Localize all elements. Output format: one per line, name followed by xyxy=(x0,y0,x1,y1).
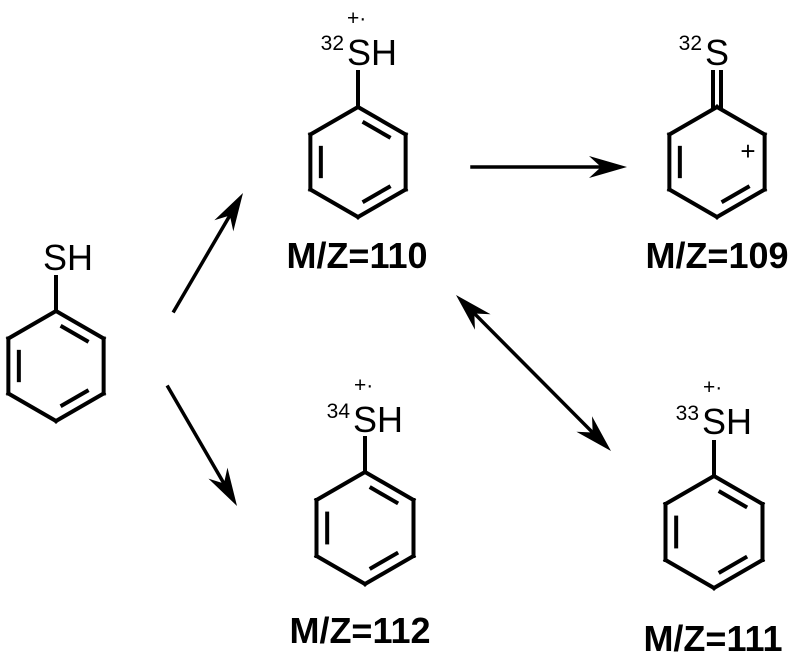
thiophenol-ring-bond xyxy=(5,308,59,342)
ion-109-ring-charge: + xyxy=(740,136,755,166)
ion-112-ring-bond xyxy=(313,469,368,503)
ion-112-inner-double-bond xyxy=(368,485,400,506)
thiophenol-ring-bond xyxy=(5,390,59,424)
ion-111-mz-label: M/Z=111 xyxy=(643,618,782,659)
arrow-to-ion-112-shaft xyxy=(165,384,227,486)
arrow-to-ion-110-arrowhead xyxy=(214,193,243,232)
ion-109-ring-bond xyxy=(714,104,768,138)
ion-110-mz-label: M/Z=110 xyxy=(286,235,427,276)
thiophenol-benzene-ring xyxy=(5,275,107,424)
ion-109-inner-double-bond xyxy=(720,184,751,204)
thiophenol-ring-bond xyxy=(53,308,107,342)
ion-111-ring-bond xyxy=(662,557,717,591)
ion-112-ring-bond xyxy=(362,553,417,587)
ion-110-ring-bond xyxy=(355,104,409,138)
ion-109-ring-bond xyxy=(666,186,720,220)
ion-110-isotope: 32 xyxy=(321,32,344,55)
ion-112-radical-cation: +· xyxy=(354,374,373,397)
ion-110-radical-cation: +· xyxy=(347,7,366,30)
ion-112-isotope: 34 xyxy=(327,400,351,423)
ion-111-ring-bond xyxy=(711,557,766,591)
ion-111-ring-bond xyxy=(662,473,717,507)
ion-109-ring-bond xyxy=(714,186,768,220)
arrow-to-ion-112-arrowhead xyxy=(208,467,237,506)
ion-110-sh-label: SH xyxy=(347,32,397,73)
ion-112-sh-label: SH xyxy=(353,399,403,440)
thiophenol-sh-label: SH xyxy=(43,237,93,278)
arrows-layer xyxy=(165,156,627,506)
equilibrium-arrow-110-111-arrowhead xyxy=(456,295,491,330)
arrow-to-ion-109-arrowhead xyxy=(589,156,627,178)
ion-112-mz-label: M/Z=112 xyxy=(289,610,430,651)
ion-110-inner-double-bond xyxy=(361,120,392,140)
ion-109-ring-bond xyxy=(666,104,720,138)
ion-111-inner-double-bond xyxy=(717,554,749,575)
ion-109-mz-label: M/Z=109 xyxy=(645,235,788,276)
ion-110-ring-bond xyxy=(355,186,409,220)
ion-110-ring-bond xyxy=(307,186,361,220)
ion-110-benzene-ring xyxy=(307,70,409,220)
arrow-to-ion-110-shaft xyxy=(171,213,233,314)
ion-110-ring-bond xyxy=(307,104,361,138)
ion-109-benzene-ring xyxy=(666,70,768,220)
equilibrium-arrow-110-111-shaft xyxy=(471,310,596,436)
ion-112-ring-bond xyxy=(362,469,417,503)
ion-109-isotope: 32 xyxy=(679,32,702,55)
ion-112-ring-bond xyxy=(313,553,368,587)
ion-111-isotope: 33 xyxy=(676,402,699,425)
ion-110-inner-double-bond xyxy=(361,184,392,204)
equilibrium-arrow-110-111-arrowhead xyxy=(576,416,611,451)
thiophenol-inner-double-bond xyxy=(59,388,90,408)
ion-112-benzene-ring xyxy=(313,436,417,587)
bonds-layer xyxy=(5,70,768,591)
ion-111-inner-double-bond xyxy=(717,489,749,510)
ion-111-radical-cation: +· xyxy=(703,376,722,399)
ion-111-ring-bond xyxy=(711,473,766,507)
thiophenol-inner-double-bond xyxy=(59,324,90,344)
ion-111-benzene-ring xyxy=(662,440,766,591)
ion-111-sh-label: SH xyxy=(702,401,752,442)
thiophenol-ring-bond xyxy=(53,390,107,424)
ion-112-inner-double-bond xyxy=(368,550,400,571)
ion-109-s-label: S xyxy=(705,32,729,73)
